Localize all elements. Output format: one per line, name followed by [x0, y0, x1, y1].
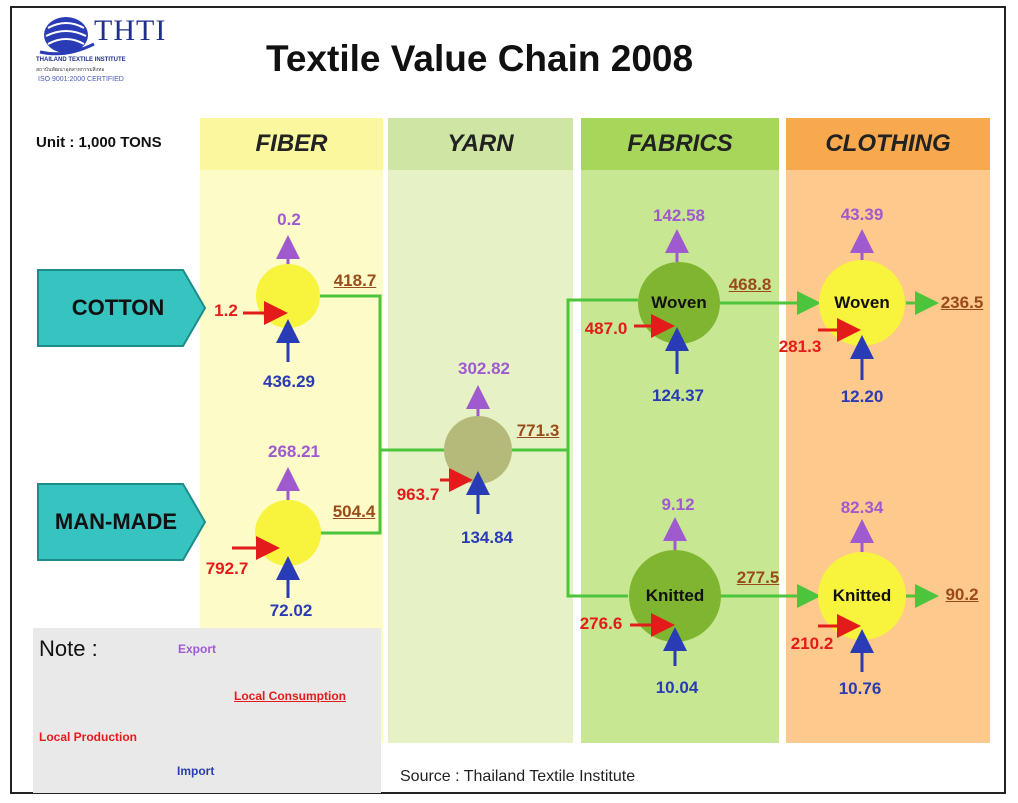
- yarn-production-value: 963.7: [396, 485, 440, 504]
- yarn-export-value: 302.82: [458, 359, 510, 378]
- manmade-output-value: 504.4: [332, 502, 376, 521]
- logo-line3: ISO 9001:2000 CERTIFIED: [38, 76, 124, 83]
- manmade-node: [255, 500, 321, 566]
- clothing-knitted-production-value: 210.2: [790, 634, 834, 653]
- manmade-source-arrow: [37, 483, 207, 561]
- flow-lines: [320, 291, 939, 608]
- clothing-knitted-output-value: 90.2: [945, 585, 979, 604]
- slide-frame: [10, 6, 1006, 794]
- clothing-woven-import-value: 12.20: [840, 387, 884, 406]
- fabric-woven-output-value: 468.8: [728, 275, 772, 294]
- fabric-woven-production-value: 487.0: [584, 319, 628, 338]
- legend-import-label: Import: [177, 764, 215, 778]
- manmade-label: MAN-MADE: [54, 509, 178, 534]
- manmade-export-value: 268.21: [268, 442, 320, 461]
- fabric-knitted-label: Knitted: [645, 586, 705, 605]
- fabric-knitted-production-value: 276.6: [579, 614, 623, 633]
- cotton-export-value: 0.2: [277, 210, 301, 229]
- cotton-label: COTTON: [71, 295, 165, 320]
- yarn-node: [444, 416, 512, 484]
- cotton-node: [256, 264, 320, 328]
- clothing-knitted-label: Knitted: [832, 586, 892, 605]
- flow-cotton-to-yarn: [320, 294, 444, 452]
- source-citation: Source : Thailand Textile Institute: [400, 768, 636, 785]
- legend-title: Note :: [39, 636, 98, 661]
- yarn-output-value: 771.3: [516, 421, 560, 440]
- fabric-knitted-import-value: 10.04: [655, 678, 699, 697]
- clothing-woven-production-value: 281.3: [778, 337, 822, 356]
- flow-manmade-to-yarn: [320, 450, 382, 535]
- column-header-clothing: CLOTHING: [786, 118, 990, 170]
- flow-yarn-to-fabrics: [512, 298, 638, 452]
- cotton-production-value: 1.2: [214, 301, 238, 320]
- unit-label: Unit : 1,000 TONS: [36, 134, 162, 151]
- cotton-import-value: 436.29: [263, 372, 315, 391]
- yarn-import-value: 134.84: [461, 528, 513, 547]
- clothing-knitted-import-value: 10.76: [838, 679, 882, 698]
- manmade-production-value: 792.7: [205, 559, 249, 578]
- legend-export-label: Export: [178, 642, 217, 656]
- column-header-fabrics: FABRICS: [581, 118, 779, 170]
- thti-logo: THTI THAILAND TEXTILE INSTITUTE สถาบันพั…: [36, 14, 166, 94]
- fabric-knitted-output-value: 277.5: [736, 568, 780, 587]
- legend-local-consumption-label: Local Consumption: [234, 689, 346, 703]
- clothing-woven-export-value: 43.39: [840, 205, 884, 224]
- logo-line1: THAILAND TEXTILE INSTITUTE: [36, 57, 126, 63]
- clothing-woven-label: Woven: [834, 293, 890, 312]
- column-header-yarn: YARN: [388, 118, 573, 170]
- legend-local-production-label: Local Production: [39, 730, 138, 744]
- column-header-fiber: FIBER: [200, 118, 383, 170]
- clothing-woven-output-value: 236.5: [940, 293, 984, 312]
- manmade-import-value: 72.02: [269, 601, 313, 620]
- clothing-knitted-export-value: 82.34: [840, 498, 884, 517]
- logo-line2: สถาบันพัฒนาอุตสาหกรรมสิ่งทอ: [36, 67, 105, 73]
- import-arrows: [276, 319, 874, 672]
- fabric-woven-label: Woven: [651, 293, 707, 312]
- globe-icon: [39, 17, 95, 56]
- fabric-knitted-export-value: 9.12: [661, 495, 695, 514]
- legend-panel: Note : Export Local Consumption Local Pr…: [33, 628, 381, 793]
- cotton-source-arrow: [37, 269, 207, 347]
- page-title: Textile Value Chain 2008: [266, 38, 694, 79]
- fabric-woven-export-value: 142.58: [653, 206, 705, 225]
- cotton-output-value: 418.7: [333, 271, 377, 290]
- column-clothing: CLOTHING: [786, 118, 990, 743]
- flow-yarn-to-knitted: [566, 450, 628, 598]
- logo-wordmark: THTI: [94, 14, 167, 47]
- production-arrows: [232, 301, 861, 638]
- export-arrows: [276, 229, 874, 552]
- fabric-woven-import-value: 124.37: [652, 386, 704, 405]
